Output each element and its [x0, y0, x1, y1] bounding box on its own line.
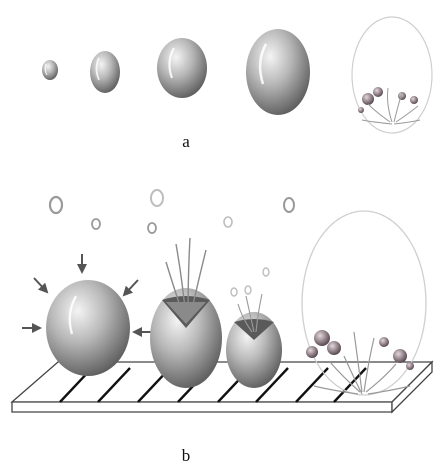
panel-label-b: b: [182, 446, 191, 465]
ejected-droplet: [306, 346, 318, 358]
ejected-droplet: [314, 330, 330, 346]
liquid-filaments: [362, 88, 420, 124]
panel-b: b: [12, 190, 432, 465]
bubble-stage-2: [90, 51, 120, 93]
bubble-stage-3: [157, 38, 207, 98]
ejected-droplet: [406, 362, 414, 370]
ejected-droplet: [393, 349, 407, 363]
panel-a: a: [42, 17, 432, 151]
ejected-droplet: [379, 337, 389, 347]
collapsing-bubble-1: [150, 238, 222, 388]
ejected-droplet: [327, 341, 341, 355]
bubble-stage-1: [42, 60, 58, 80]
ejected-droplet: [358, 107, 364, 113]
compressed-bubble: [46, 280, 130, 376]
panel-label-a: a: [182, 132, 190, 151]
ejected-droplet: [410, 96, 418, 104]
ejected-droplet: [362, 93, 374, 105]
bubble-burst-a: [352, 17, 432, 133]
collapsing-bubble-2: [226, 294, 282, 388]
bubble-stage-4: [246, 29, 310, 115]
ejected-droplet: [373, 87, 383, 97]
